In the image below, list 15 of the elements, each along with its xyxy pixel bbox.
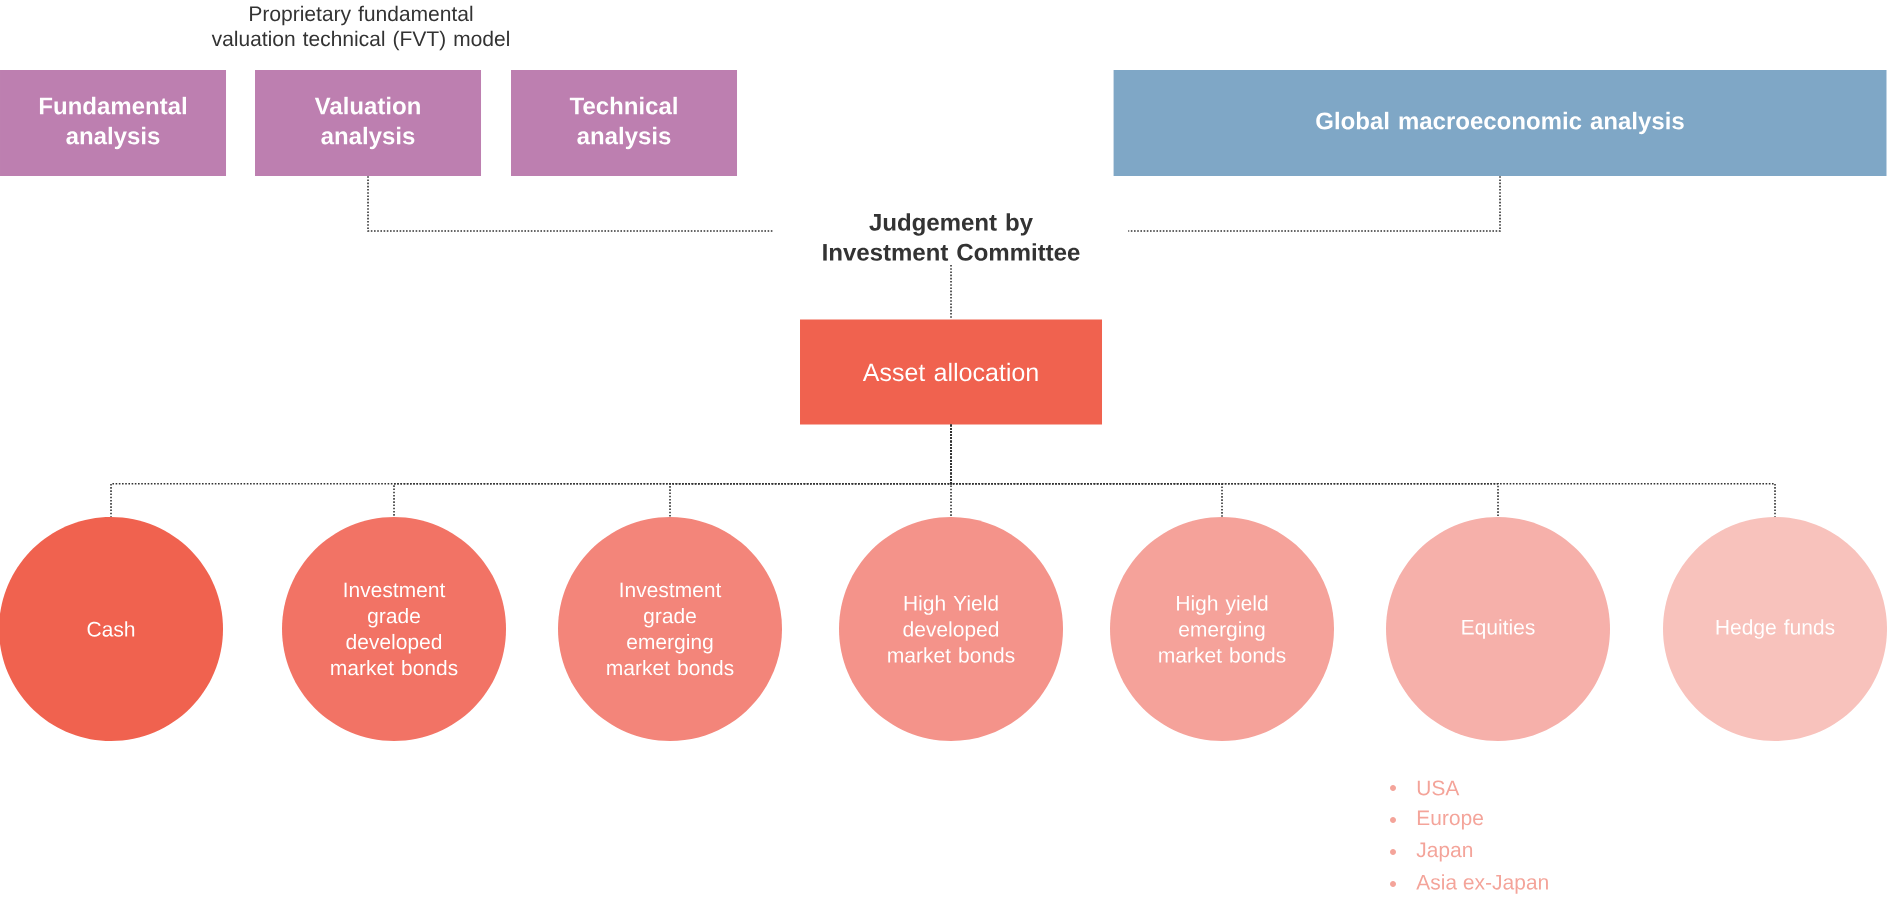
list-item: Asia ex-Japan [1416, 874, 1548, 894]
list-item: USA [1417, 780, 1460, 796]
connector-line [950, 264, 952, 321]
connector-line [1127, 175, 1501, 232]
analysis-box: Valuation analysis [255, 70, 481, 176]
analysis-box: Technical analysis [511, 70, 737, 176]
analysis-box: Global macroeconomic analysis [1113, 70, 1887, 176]
diagram-title: Proprietary fundamental valuation technical (FVT) model [211, 5, 509, 51]
list-item: Japan [1416, 842, 1473, 862]
connector-line [367, 175, 775, 232]
connector-line [950, 423, 1776, 518]
analysis-box: Fundamental analysis [0, 70, 226, 176]
list-item: Europe [1417, 810, 1483, 830]
decision-text: Judgement by Investment Committee [823, 213, 1080, 261]
process-box: Asset allocation [800, 319, 1102, 425]
